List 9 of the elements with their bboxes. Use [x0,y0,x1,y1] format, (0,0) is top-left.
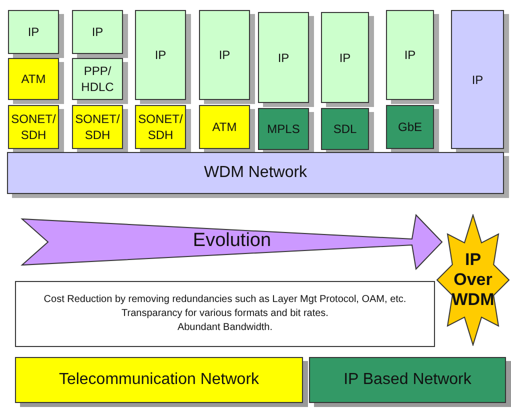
star-label: IP Over WDM [451,250,495,310]
arrow [20,214,443,270]
note-text: Abundant Bandwidth. [177,321,273,335]
edge-label: Evolution [192,230,272,252]
legend-label: IP Based Network [344,371,472,389]
note-text: Cost Reduction by removing redundancies such as Layer Mgt Protocol, OAM, etc. [44,293,406,307]
note-box [15,281,435,347]
legend-label: Telecommunication Network [58,371,260,389]
note-text: Transparancy for various formats and bit rates. [122,307,328,321]
